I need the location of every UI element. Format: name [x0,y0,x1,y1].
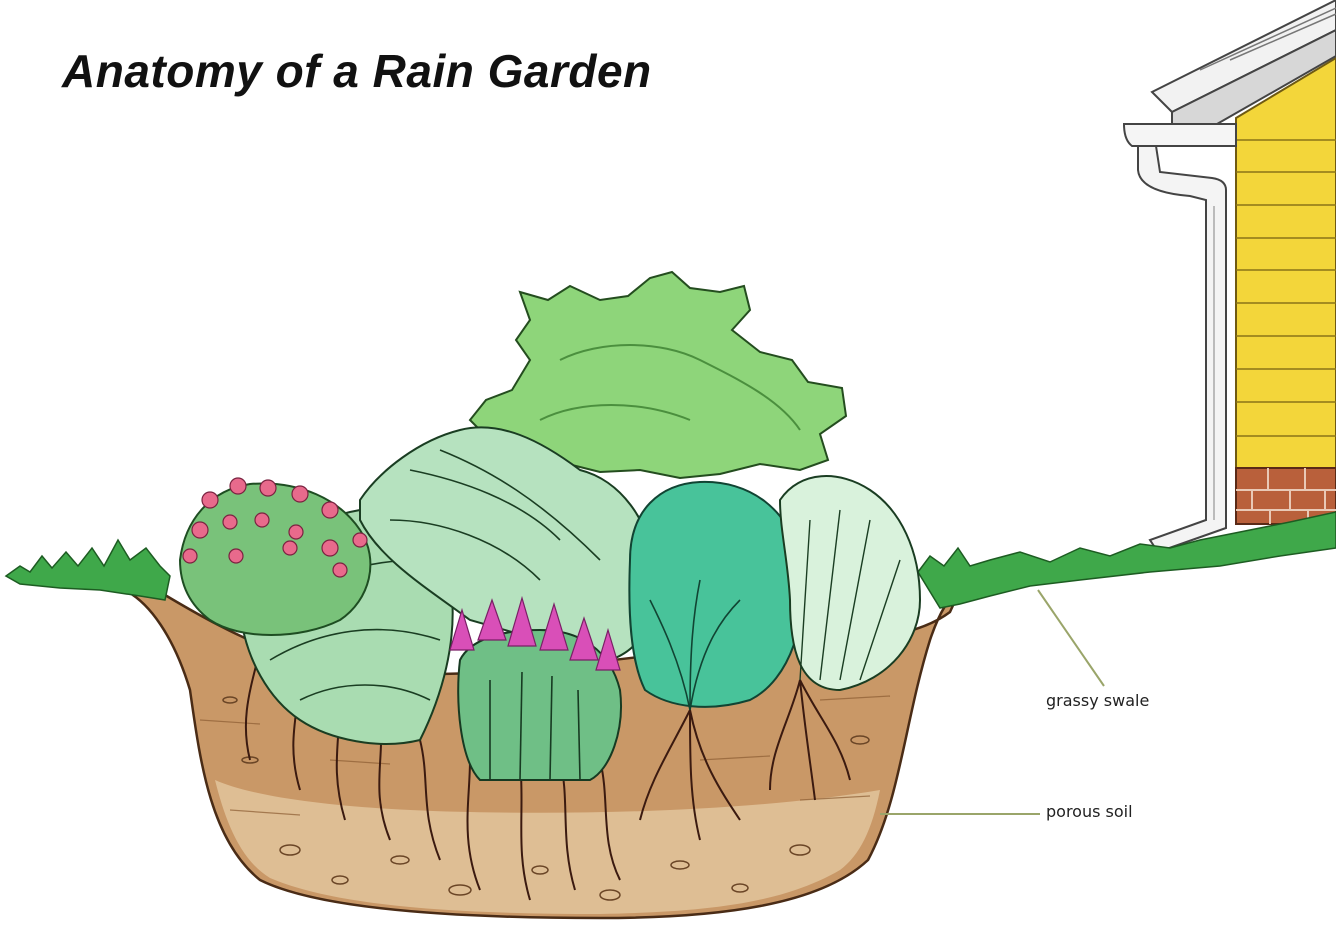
house [1124,0,1336,552]
callout-porous-soil: porous soil [1046,802,1133,821]
gutter [1124,124,1236,146]
house-siding [1236,58,1336,470]
grass-right [918,512,1336,608]
callout-grassy-swale: grassy swale [1046,691,1149,710]
page-title: Anatomy of a Rain Garden [62,44,652,98]
leader-line-grassy-swale [1038,590,1104,686]
downspout [1138,146,1226,552]
astilbe-plant [458,630,621,780]
teal-grass-clump [629,482,802,707]
grass-left [6,540,170,600]
